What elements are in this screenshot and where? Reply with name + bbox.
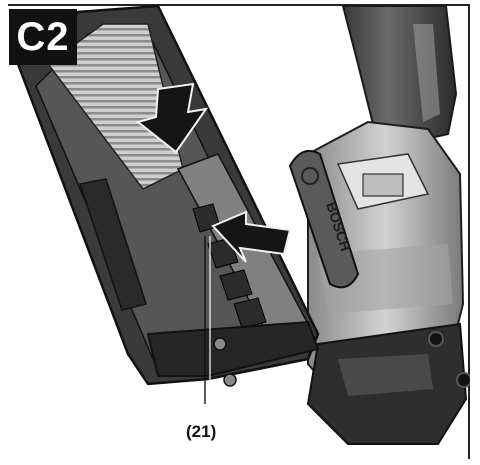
frame-top-edge: [8, 4, 470, 6]
figure-label-text: C2: [16, 14, 70, 59]
left-arrow-icon: [211, 210, 292, 263]
nailer-magazine-illustration: BOSCH: [16, 4, 470, 445]
down-arrow-icon: [135, 82, 209, 154]
frame-right-edge: [468, 4, 470, 459]
callout-label-21: (21): [186, 422, 217, 441]
figure-label-badge: C2: [9, 9, 77, 65]
